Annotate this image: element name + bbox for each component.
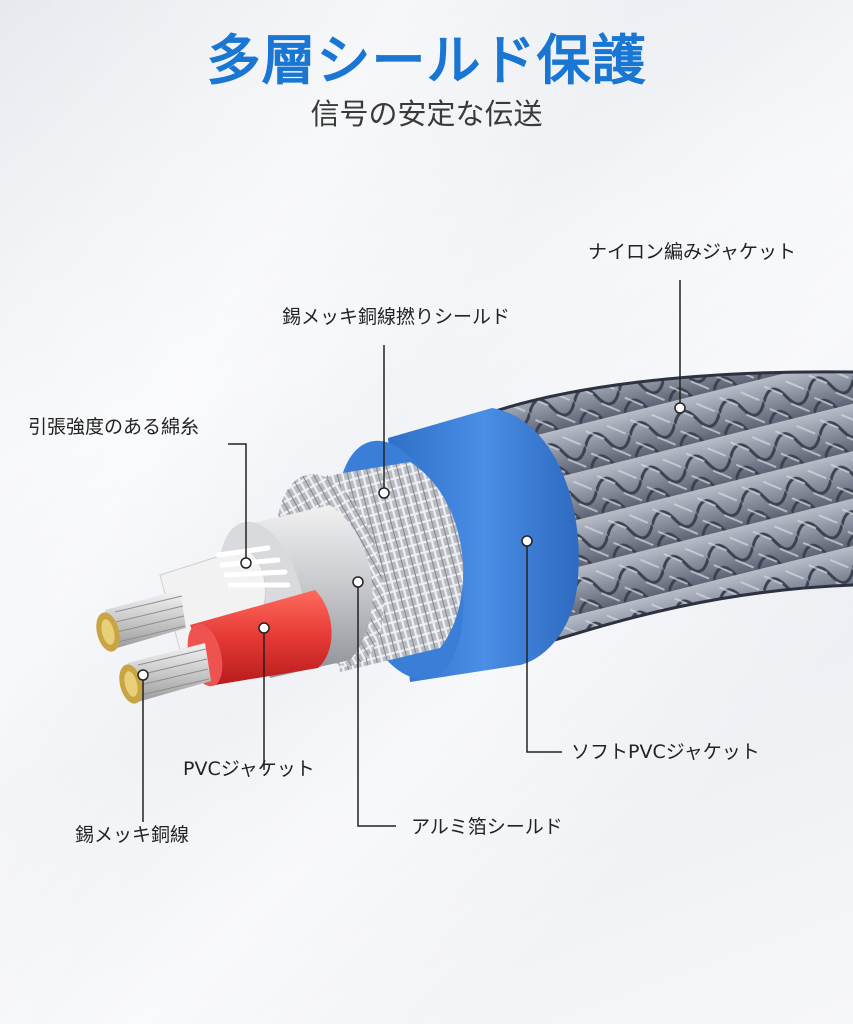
label-tinned-copper-wire: 錫メッキ銅線 (75, 824, 190, 846)
page-subtitle: 信号の安定な伝送 (310, 97, 543, 131)
label-tensile-fiber: 引張強度のある綿糸 (28, 416, 200, 438)
label-soft-pvc-jacket: ソフトPVCジャケット (571, 741, 760, 763)
label-tinned-copper-braid: 錫メッキ銅線撚りシールド (282, 306, 511, 328)
label-pvc-jacket: PVCジャケット (183, 758, 315, 780)
label-aluminum-foil: アルミ箔シールド (411, 816, 563, 838)
callout-lines (142, 280, 681, 827)
callout-dots (137, 402, 686, 681)
copper-wire-top (96, 590, 186, 652)
page-title: 多層シールド保護 (206, 29, 647, 92)
copper-wire-bottom (119, 643, 211, 704)
label-nylon-jacket: ナイロン編みジャケット (588, 241, 797, 263)
